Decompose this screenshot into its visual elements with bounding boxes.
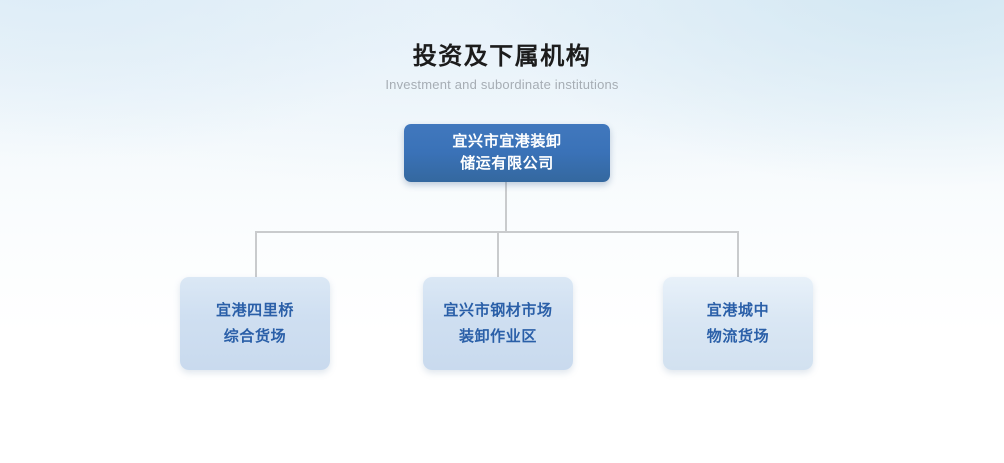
- org-node-root-line-1: 宜兴市宜港装卸: [452, 133, 562, 150]
- org-node-child-2-line-1: 宜港城中: [706, 301, 770, 319]
- connector-horizontal-bus: [255, 231, 739, 233]
- chart-header: 投资及下属机构 Investment and subordinate insti…: [0, 42, 1004, 93]
- org-node-child-0-line-1: 宜港四里桥: [215, 301, 294, 319]
- org-node-child-1-line-1: 宜兴市钢材市场: [443, 301, 553, 319]
- connector-drop-child-1: [497, 231, 499, 279]
- page-subtitle: Investment and subordinate institutions: [385, 77, 619, 92]
- page-title: 投资及下属机构: [412, 43, 592, 70]
- connector-root-stem: [505, 182, 507, 233]
- org-node-child-1-line-2: 装卸作业区: [458, 327, 537, 345]
- org-node-child-2[interactable]: 宜港城中 物流货场: [663, 277, 813, 370]
- connector-drop-child-2: [737, 231, 739, 279]
- org-node-root-line-2: 储运有限公司: [460, 155, 554, 172]
- org-node-root[interactable]: 宜兴市宜港装卸 储运有限公司: [404, 124, 610, 182]
- org-node-child-0[interactable]: 宜港四里桥 综合货场: [180, 277, 330, 370]
- connector-drop-child-0: [255, 231, 257, 279]
- org-node-child-2-line-2: 物流货场: [706, 327, 770, 345]
- org-node-child-1[interactable]: 宜兴市钢材市场 装卸作业区: [423, 277, 573, 370]
- org-node-child-0-line-2: 综合货场: [223, 327, 287, 345]
